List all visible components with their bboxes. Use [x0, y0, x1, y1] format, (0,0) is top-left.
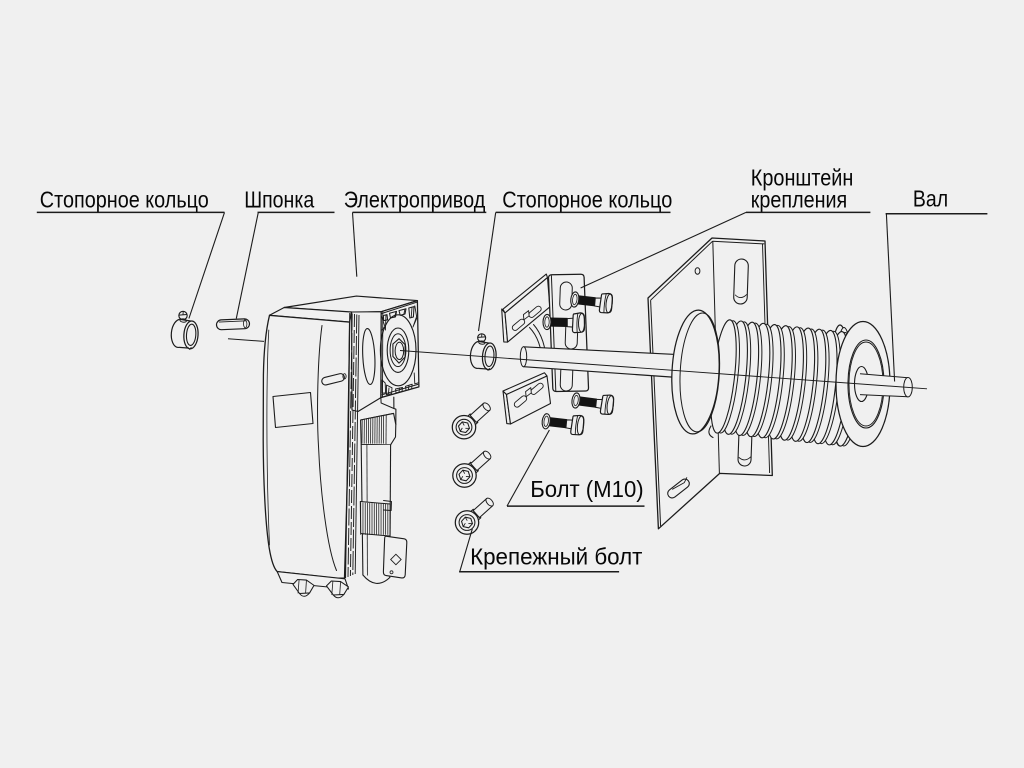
svg-text:Стопорное кольцо: Стопорное кольцо: [40, 186, 209, 212]
svg-text:Болт (М10): Болт (М10): [530, 476, 644, 502]
svg-text:Шпонка: Шпонка: [244, 186, 314, 212]
svg-text:Вал: Вал: [913, 186, 948, 212]
svg-text:Крепежный болт: Крепежный болт: [470, 544, 643, 570]
svg-text:Электропривод: Электропривод: [344, 186, 486, 212]
svg-text:Кронштейн: Кронштейн: [751, 165, 854, 191]
svg-text:крепления: крепления: [751, 187, 847, 213]
svg-text:Стопорное кольцо: Стопорное кольцо: [502, 187, 672, 213]
